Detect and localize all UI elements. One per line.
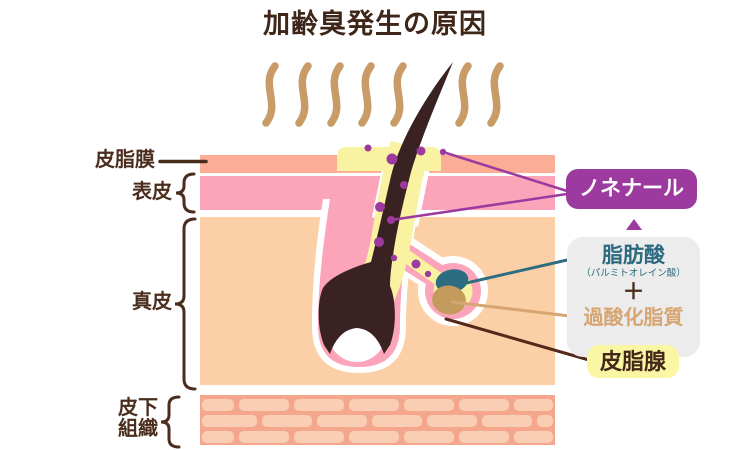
callout-lines — [389, 150, 598, 364]
arrow-up-icon — [626, 219, 642, 230]
sebaceous-gland-line — [444, 317, 598, 364]
sebaceous-gland-callout: 皮脂腺 — [587, 345, 679, 378]
layer-brackets — [158, 159, 208, 449]
lipid-peroxide-line — [450, 300, 580, 319]
gland-contents — [432, 269, 469, 315]
fatty-acid-sublabel: （パルミトオレイン酸） — [581, 268, 686, 279]
nonenal-dots — [364, 144, 447, 278]
factor-callout: 脂肪酸 （パルミトオレイン酸） ＋ 過酸化脂質 — [567, 237, 700, 357]
nonenal-line-bottom — [389, 192, 569, 222]
lipid-peroxide-label: 過酸化脂質 — [583, 307, 684, 329]
layer-label-subcutaneous: 皮下 組織 — [38, 398, 158, 440]
dermis-brace — [174, 217, 197, 391]
nonenal-line-top — [441, 150, 569, 193]
hair-bulb-notch — [345, 332, 367, 352]
fatty-acid-label: 脂肪酸 — [602, 244, 665, 267]
epidermis-brace — [175, 172, 196, 214]
page-title: 加齢臭発生の原因 — [263, 9, 487, 39]
hair-shaft — [318, 62, 453, 354]
layer-label-subcutaneous-line2: 組織 — [118, 418, 158, 440]
layer-label-subcutaneous-line1: 皮下 — [118, 397, 158, 419]
plus-sign: ＋ — [622, 279, 645, 304]
hair — [318, 62, 453, 354]
layer-label-dermis: 真皮 — [132, 291, 172, 313]
layer-label-sebum-film: 皮脂膜 — [95, 149, 155, 171]
nonenal-callout: ノネナール — [566, 169, 697, 209]
subcutaneous-layer — [200, 395, 555, 445]
brick-pattern — [202, 399, 553, 443]
odor-steam-icon — [262, 62, 504, 127]
subcutaneous-brace — [160, 395, 181, 449]
layer-label-epidermis: 表皮 — [132, 181, 172, 203]
lipid-peroxide-blob — [432, 285, 466, 315]
